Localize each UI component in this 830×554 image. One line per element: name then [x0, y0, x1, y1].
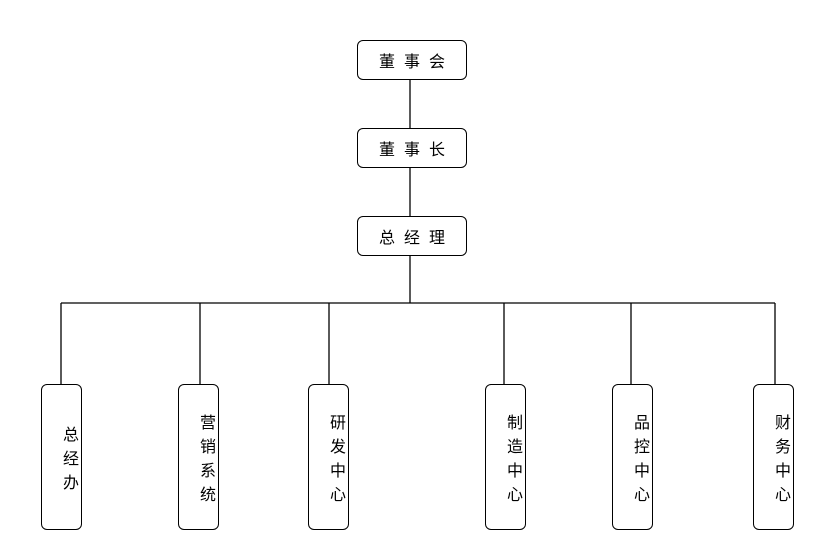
node-general-manager-label: 总经理: [378, 228, 454, 247]
node-gm-office-label: 总经办: [60, 426, 79, 498]
node-sales-system-label: 营销系统: [197, 414, 216, 510]
node-general-manager: 总经理: [357, 216, 467, 256]
node-manufacturing-center: 制造中心: [485, 384, 526, 530]
node-board: 董事会: [357, 40, 467, 80]
node-sales-system: 营销系统: [178, 384, 219, 530]
node-rnd-center: 研发中心: [308, 384, 349, 530]
node-gm-office: 总经办: [41, 384, 82, 530]
node-quality-center-label: 品控中心: [631, 414, 650, 510]
node-chairman: 董事长: [357, 128, 467, 168]
node-board-label: 董事会: [378, 52, 454, 71]
node-chairman-label: 董事长: [378, 140, 454, 159]
node-finance-center: 财务中心: [753, 384, 794, 530]
node-quality-center: 品控中心: [612, 384, 653, 530]
node-finance-center-label: 财务中心: [772, 414, 791, 510]
node-rnd-center-label: 研发中心: [327, 414, 346, 510]
node-manufacturing-center-label: 制造中心: [504, 414, 523, 510]
